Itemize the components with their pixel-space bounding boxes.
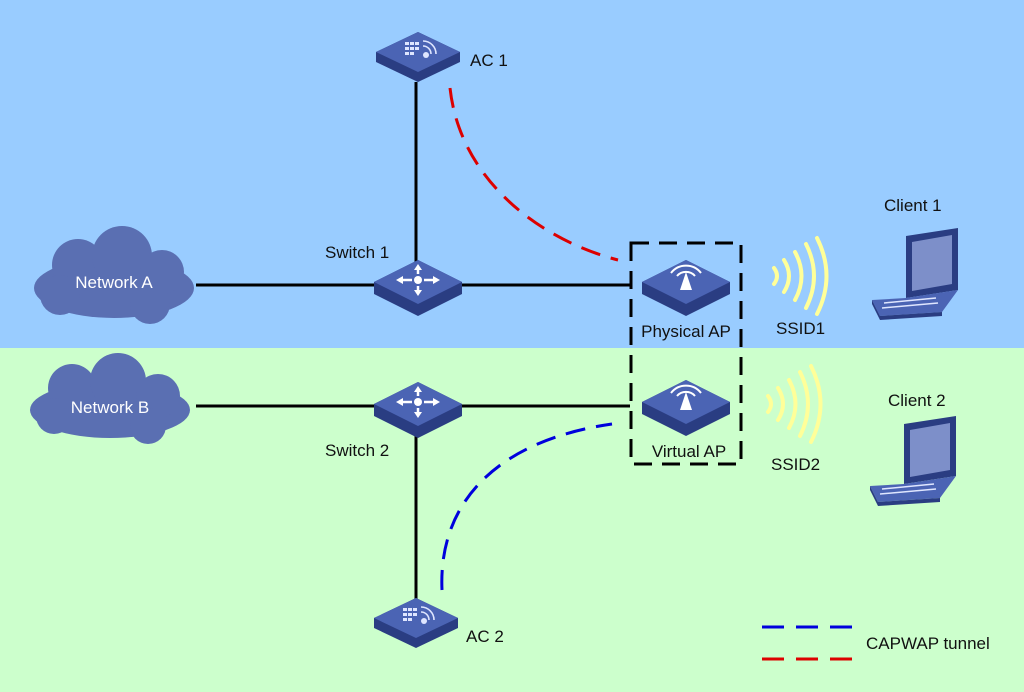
ssid2-label: SSID2 <box>771 455 820 474</box>
access-point-icon <box>642 380 730 436</box>
access-point-icon <box>642 260 730 316</box>
cloud-icon <box>34 226 194 324</box>
laptop-icon <box>870 416 956 506</box>
laptop-icon <box>872 228 958 320</box>
switch-2-label: Switch 2 <box>325 441 389 460</box>
switch-1-label: Switch 1 <box>325 243 389 262</box>
client-2-label: Client 2 <box>888 391 946 410</box>
capwap-tunnel-red <box>448 87 619 262</box>
ac-2-device <box>374 598 458 648</box>
legend-capwap-label: CAPWAP tunnel <box>866 634 990 653</box>
switch-1-device <box>374 260 462 316</box>
network-b-cloud: Network B <box>30 353 190 444</box>
ac-controller-icon <box>374 598 458 648</box>
legend: CAPWAP tunnel <box>762 625 990 661</box>
virtual-ap-label: Virtual AP <box>652 442 726 461</box>
ac-1-label: AC 1 <box>470 51 508 70</box>
ssid2-wireless-icon <box>766 364 823 444</box>
ac-controller-icon <box>376 32 460 82</box>
capwap-tunnel-blue <box>440 422 613 591</box>
ssid1-label: SSID1 <box>776 319 825 338</box>
switch-icon <box>374 382 462 438</box>
link-lines <box>196 82 630 606</box>
client-2-laptop <box>870 416 956 506</box>
network-a-cloud: Network A <box>34 226 194 324</box>
switch-2-device <box>374 382 462 438</box>
network-b-label: Network B <box>71 398 149 417</box>
ssid1-wireless-icon <box>772 236 829 316</box>
switch-icon <box>374 260 462 316</box>
ac-1-device <box>376 32 460 82</box>
physical-ap-label: Physical AP <box>641 322 731 341</box>
cloud-icon <box>30 353 190 444</box>
virtual-ap-device <box>642 380 730 436</box>
client-1-laptop <box>872 228 958 320</box>
physical-ap-device <box>642 260 730 316</box>
ac-2-label: AC 2 <box>466 627 504 646</box>
network-a-label: Network A <box>75 273 153 292</box>
client-1-label: Client 1 <box>884 196 942 215</box>
